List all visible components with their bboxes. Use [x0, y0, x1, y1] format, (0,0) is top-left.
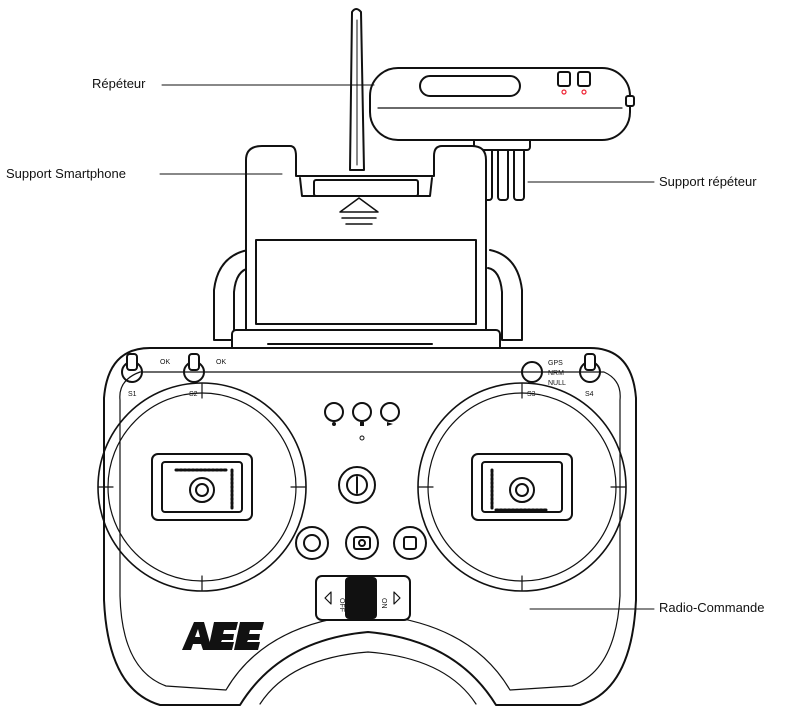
power-switch[interactable] — [315, 575, 411, 621]
power-off-label: OFF — [338, 598, 345, 612]
s3-label: S3 — [527, 391, 536, 398]
label-repeater: Répéteur — [92, 76, 146, 91]
brand-logo — [182, 622, 264, 650]
null-label: NULL — [548, 380, 566, 387]
right-stick[interactable] — [417, 382, 627, 592]
nrm-label: NRM — [548, 370, 564, 377]
label-repeater-mount: Support répéteur — [659, 174, 757, 189]
s2-ok-label: OK — [216, 359, 226, 366]
s1-ok-label: OK — [160, 359, 170, 366]
s4-label: S4 — [585, 391, 594, 398]
repeater-device — [369, 67, 635, 141]
smartphone-holder — [231, 145, 501, 353]
bottom-buttons[interactable] — [295, 526, 427, 560]
left-stick[interactable] — [97, 382, 307, 592]
gps-label: GPS — [548, 360, 563, 367]
s2-label: S2 — [189, 391, 198, 398]
panel-text: S1 S2 S3 S4 OK OK GPS NRM NULL OFF ON — [128, 359, 594, 612]
antenna — [349, 8, 365, 171]
power-on-label: ON — [380, 598, 387, 609]
callout-lines — [159, 84, 655, 610]
remote-body — [103, 347, 637, 706]
top-buttons[interactable] — [324, 402, 400, 441]
button-icons — [332, 422, 393, 426]
toggle-switches[interactable] — [121, 353, 601, 383]
label-phone-holder: Support Smartphone — [6, 166, 126, 181]
label-remote: Radio-Commande — [659, 600, 765, 615]
center-knob[interactable] — [338, 466, 376, 504]
holder-arms — [213, 249, 523, 341]
s1-label: S1 — [128, 391, 137, 398]
